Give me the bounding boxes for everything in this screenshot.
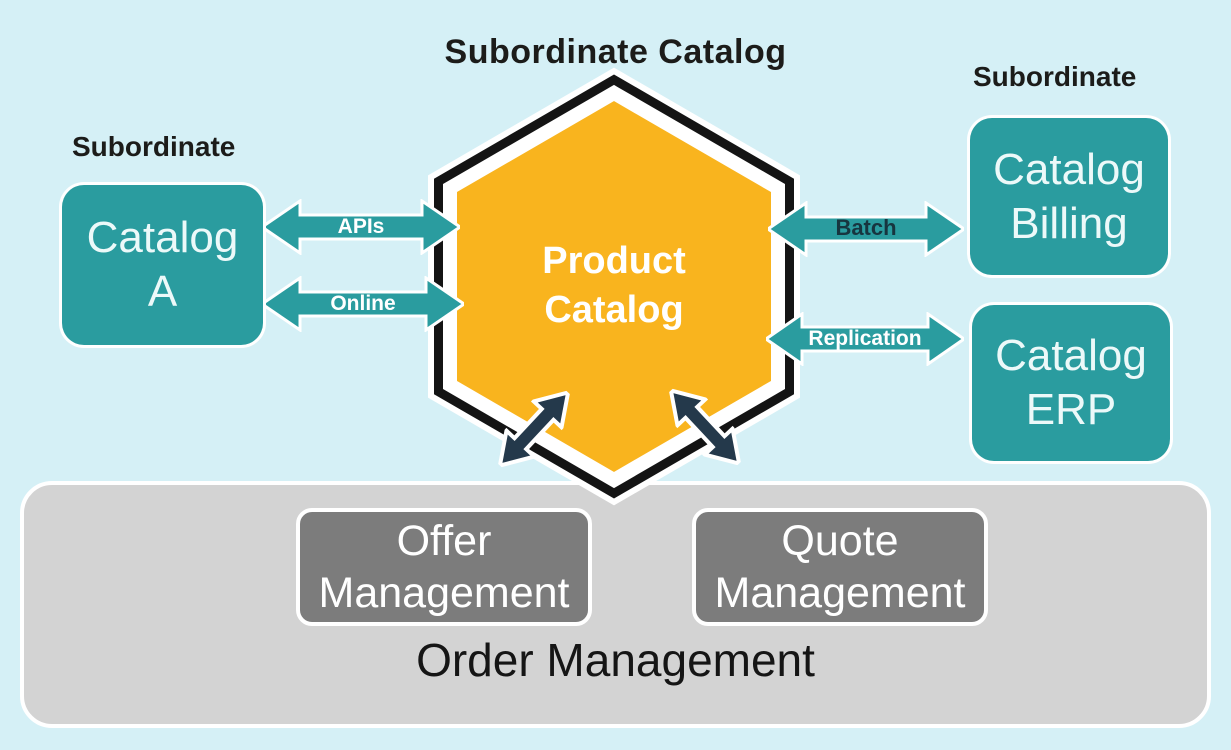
order-management-container: Offer Management Quote Management Order … (20, 481, 1211, 728)
apis-arrow-label: APIs (337, 215, 385, 238)
batch-double-arrow-icon (768, 201, 964, 257)
offer-management-label-line1: Offer (396, 516, 492, 565)
product-catalog-label-line2: Catalog (544, 289, 684, 332)
replication-arrow-label: Replication (808, 327, 922, 350)
replication-double-arrow-icon (766, 312, 964, 366)
catalog-erp-label-line1: Catalog (995, 331, 1147, 381)
subordinate-left-heading: Subordinate (72, 131, 236, 162)
catalog-erp-box: Catalog ERP (972, 305, 1170, 461)
online-double-arrow-icon (262, 276, 464, 332)
quote-management-label-line2: Management (714, 569, 966, 617)
subordinate-right-heading: Subordinate (973, 61, 1137, 92)
quote-management-box: Quote Management (692, 508, 988, 626)
product-catalog-hexagon-icon (428, 67, 800, 506)
batch-arrow-label: Batch (835, 215, 897, 240)
offer-management-label-line2: Management (318, 569, 570, 617)
online-arrow-label: Online (330, 292, 396, 315)
catalog-billing-box: Catalog Billing (970, 118, 1168, 275)
catalog-erp-label-line2: ERP (1025, 385, 1117, 434)
sync-arrow-left-icon (497, 389, 571, 469)
product-catalog-label-line1: Product (542, 240, 686, 282)
offer-management-box: Offer Management (296, 508, 592, 626)
product-catalog-label: Product Catalog (450, 237, 778, 336)
page-title: Subordinate Catalog (444, 33, 787, 71)
catalog-billing-label-line2: Billing (1010, 198, 1128, 248)
catalog-a-box: Catalog A (62, 185, 263, 345)
apis-double-arrow-icon (262, 199, 460, 255)
quote-management-label-line1: Quote (781, 516, 899, 565)
catalog-a-label-line2: A (147, 267, 178, 316)
sync-arrow-right-icon (668, 387, 742, 467)
order-management-label: Order Management (416, 634, 815, 686)
catalog-a-label-line1: Catalog (86, 213, 239, 263)
catalog-billing-label-line1: Catalog (993, 144, 1145, 194)
